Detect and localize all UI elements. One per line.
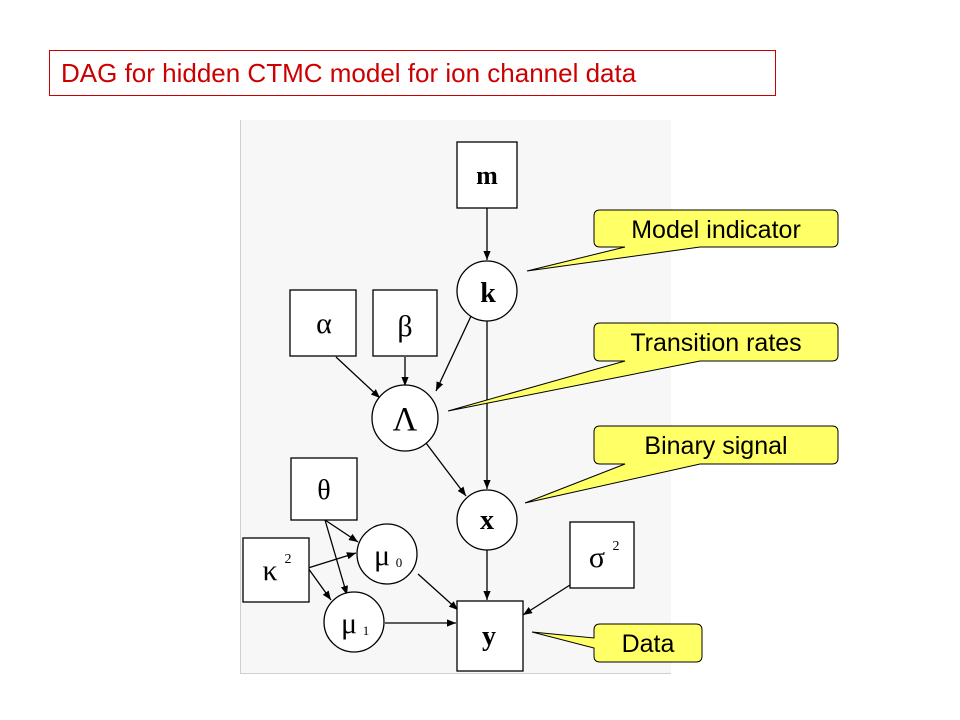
edge-alpha-lambda bbox=[335, 356, 381, 399]
node-mu0-subscript: 0 bbox=[396, 555, 403, 570]
node-mu0-label: μ bbox=[374, 539, 390, 572]
node-mu1-circle bbox=[323, 591, 385, 653]
node-lambda-label: Λ bbox=[393, 401, 418, 438]
node-kappa-label: κ bbox=[262, 554, 277, 587]
edge-kappa-mu1 bbox=[307, 567, 332, 601]
callout-model-indicator-bubble bbox=[526, 209, 839, 272]
edge-k-lambda bbox=[435, 313, 473, 392]
edge-sigma-y bbox=[522, 584, 571, 616]
callout-transition-rates-label: Transition rates bbox=[630, 329, 801, 357]
node-alpha-box bbox=[289, 289, 357, 357]
node-alpha-label: α bbox=[316, 307, 332, 340]
node-kappa-box bbox=[242, 537, 310, 603]
edge-theta-mu1 bbox=[324, 519, 348, 596]
edge-theta-mu0 bbox=[324, 519, 359, 543]
node-sigma-label: σ bbox=[589, 541, 605, 574]
callout-model-indicator-label: Model indicator bbox=[631, 216, 801, 244]
node-x-label: x bbox=[480, 505, 494, 536]
node-x-circle bbox=[456, 489, 518, 551]
node-k-label: k bbox=[480, 278, 496, 309]
node-m-box bbox=[456, 141, 518, 209]
node-lambda-circle bbox=[371, 384, 439, 452]
node-theta-box bbox=[290, 457, 358, 521]
edge-kappa-mu0 bbox=[307, 552, 357, 569]
node-theta-label: θ bbox=[317, 475, 330, 506]
node-sigma-superscript: 2 bbox=[613, 539, 620, 554]
callout-binary-signal-label: Binary signal bbox=[644, 432, 787, 460]
edge-lambda-x bbox=[425, 442, 467, 497]
node-kappa-superscript: 2 bbox=[285, 552, 292, 567]
callout-binary-signal-bubble bbox=[524, 425, 839, 504]
node-sigma-box bbox=[569, 521, 635, 589]
edge-mu0-y bbox=[417, 573, 459, 611]
page-title: DAG for hidden CTMC model for ion channe… bbox=[49, 50, 776, 96]
callout-data-label: Data bbox=[622, 630, 675, 658]
node-mu1-label: μ bbox=[341, 607, 357, 640]
callout-transition-rates-bubble bbox=[447, 322, 839, 412]
node-beta-box bbox=[372, 289, 438, 357]
dag-edges bbox=[307, 208, 571, 627]
callout-data-bubble bbox=[531, 623, 703, 663]
node-k-circle bbox=[456, 260, 518, 322]
node-mu0-circle bbox=[356, 523, 418, 585]
node-mu1-subscript: 1 bbox=[363, 623, 370, 638]
node-y-box bbox=[456, 600, 524, 672]
node-m-label: m bbox=[476, 161, 498, 190]
node-y-label: y bbox=[482, 621, 496, 652]
node-beta-label: β bbox=[397, 310, 412, 343]
